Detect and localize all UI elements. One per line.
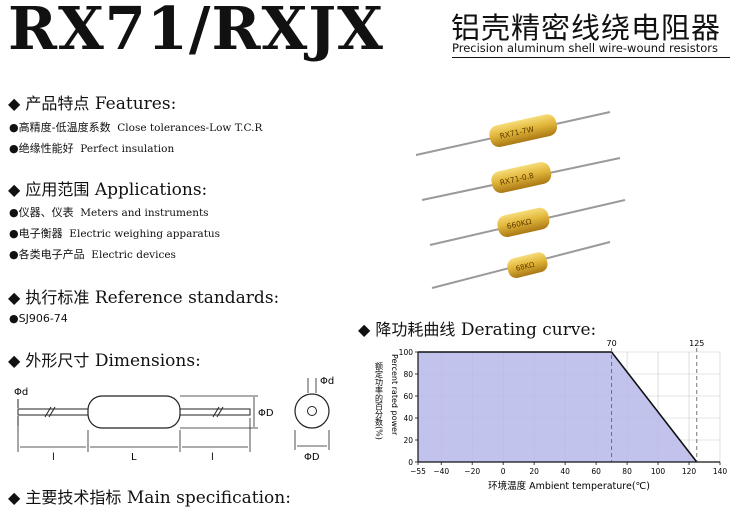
application-item: ●电子衡器 Electric weighing apparatus bbox=[9, 227, 221, 240]
derating-heading: ◆ 降功耗曲线 Derating curve: bbox=[358, 320, 597, 340]
product-photo: RX71-7W RX71-0.8 660KΩ 68KΩ bbox=[415, 111, 626, 289]
y-axis-label-cn: 额定功率的百分数(%) bbox=[375, 361, 384, 440]
phi-d-label: Φd bbox=[14, 387, 28, 398]
resistor-4: 68KΩ bbox=[431, 241, 611, 289]
marker-label: 125 bbox=[689, 339, 704, 348]
main-spec-heading: ◆ 主要技术指标 Main specification: bbox=[8, 488, 291, 508]
x-tick-label: 60 bbox=[591, 467, 601, 476]
x-tick-label: 100 bbox=[651, 467, 666, 476]
marker-label: 70 bbox=[606, 339, 616, 348]
features-heading: ◆ 产品特点 Features: bbox=[8, 94, 177, 114]
x-axis-label: 环境温度 Ambient temperature(℃) bbox=[488, 480, 650, 492]
x-tick-label: −20 bbox=[464, 467, 480, 476]
y-tick-label: 20 bbox=[403, 436, 413, 445]
lead-wire-right bbox=[177, 408, 251, 416]
x-tick-label: 120 bbox=[682, 467, 697, 476]
x-ticks: −55 −40 −20 0 20 40 60 80 100 120 140 bbox=[410, 462, 727, 476]
feature-item: ●绝缘性能好 Perfect insulation bbox=[9, 142, 175, 155]
derating-area bbox=[418, 352, 697, 462]
derating-chart: 70 125 0 20 40 60 80 100 −55 −40 −20 0 20 40 60 80 100… bbox=[375, 339, 728, 492]
resistor-1: RX71-7W bbox=[415, 111, 611, 156]
product-title-en: Precision aluminum shell wire-wound resi… bbox=[452, 41, 718, 55]
title-underline bbox=[452, 57, 730, 58]
application-item: ●仪器、仪表 Meters and instruments bbox=[9, 206, 209, 219]
end-phi-D-label: ΦD bbox=[304, 452, 320, 463]
body-length-label: L bbox=[131, 452, 137, 463]
y-tick-label: 100 bbox=[399, 348, 414, 357]
x-tick-label: −40 bbox=[433, 467, 449, 476]
resistor-3: 660KΩ bbox=[429, 199, 626, 246]
standards-heading: ◆ 执行标准 Reference standards: bbox=[8, 288, 280, 308]
dimension-drawing: Φd ΦD l L l Φd ΦD bbox=[14, 376, 334, 463]
applications-heading: ◆ 应用范围 Applications: bbox=[8, 180, 208, 200]
application-item: ●各类电子产品 Electric devices bbox=[9, 248, 176, 261]
product-title-cn: 铝壳精密线绕电阻器 bbox=[451, 11, 722, 45]
lead-length-label: l bbox=[211, 452, 214, 463]
y-tick-label: 60 bbox=[403, 392, 413, 401]
y-tick-label: 0 bbox=[408, 458, 413, 467]
temperature-markers: 70 125 bbox=[606, 339, 704, 462]
lead-wire-left bbox=[17, 408, 91, 416]
x-tick-label: 20 bbox=[529, 467, 539, 476]
y-tick-label: 40 bbox=[403, 414, 413, 423]
model-title: RX71/RXJX bbox=[8, 0, 384, 63]
x-tick-label: 80 bbox=[622, 467, 632, 476]
x-tick-label: 0 bbox=[501, 467, 506, 476]
x-tick-label: −55 bbox=[410, 467, 426, 476]
x-tick-label: 40 bbox=[560, 467, 570, 476]
phi-D-label: ΦD bbox=[258, 408, 274, 419]
x-tick-label: 140 bbox=[713, 467, 728, 476]
break-mark bbox=[212, 406, 220, 418]
y-tick-label: 80 bbox=[403, 370, 413, 379]
lead-length-label: l bbox=[52, 452, 55, 463]
standard-item: ●SJ906-74 bbox=[9, 312, 68, 325]
resistor-body-outline bbox=[87, 395, 181, 429]
break-mark bbox=[44, 406, 52, 418]
dimensions-heading: ◆ 外形尺寸 Dimensions: bbox=[8, 351, 201, 371]
y-axis-label-en: Percent rated power bbox=[390, 354, 399, 436]
end-phi-d-label: Φd bbox=[320, 376, 334, 387]
end-view-lead bbox=[307, 406, 317, 416]
break-mark bbox=[48, 406, 56, 418]
resistor-2: RX71-0.8 bbox=[421, 157, 621, 201]
break-mark bbox=[216, 406, 224, 418]
feature-item: ●高精度-低温度系数 Close tolerances-Low T.C.R bbox=[9, 121, 263, 134]
y-ticks: 0 20 40 60 80 100 bbox=[399, 348, 418, 467]
